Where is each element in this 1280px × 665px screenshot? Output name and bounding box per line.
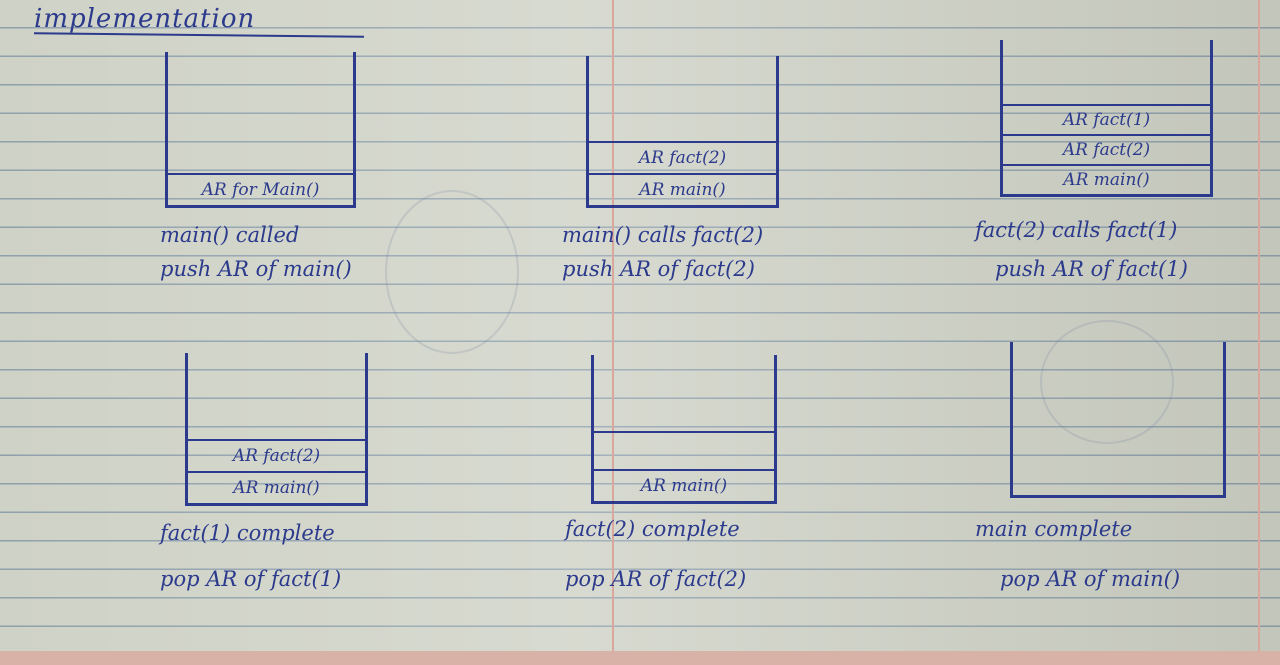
activation-record: AR fact(2)	[188, 439, 365, 471]
margin-line	[612, 0, 614, 665]
caption-line: main() called	[160, 223, 300, 247]
caption-line: fact(2) complete	[565, 517, 740, 541]
stack-diagram-fact1-complete: AR fact(2) AR main()	[185, 353, 368, 506]
activation-record: AR main()	[589, 173, 776, 205]
activation-record: AR main()	[188, 471, 365, 503]
activation-record-empty	[594, 431, 774, 467]
caption-line: pop AR of main()	[1000, 567, 1181, 591]
caption-line: pop AR of fact(1)	[160, 567, 342, 591]
stack-diagram-fact2-called: AR fact(2) AR main()	[586, 56, 779, 208]
activation-record: AR main()	[1003, 164, 1210, 194]
stack-diagram-main-complete	[1010, 342, 1226, 498]
show-through-mark	[385, 190, 519, 354]
caption-line: push AR of fact(2)	[562, 257, 755, 281]
activation-record: AR for Main()	[168, 173, 353, 205]
stack-diagram-fact2-complete: AR main()	[591, 355, 777, 504]
page-title: implementation	[34, 4, 256, 34]
activation-record: AR fact(1)	[1003, 104, 1210, 134]
page-bottom-edge	[0, 651, 1280, 665]
caption-line: fact(2) calls fact(1)	[975, 218, 1178, 242]
caption-line: push AR of fact(1)	[995, 257, 1188, 281]
caption-line: main complete	[975, 517, 1133, 541]
caption-line: main() calls fact(2)	[562, 223, 764, 247]
stack-diagram-main-called: AR for Main()	[165, 52, 356, 208]
activation-record: AR fact(2)	[589, 141, 776, 173]
activation-record: AR fact(2)	[1003, 134, 1210, 164]
stack-diagram-fact1-called: AR fact(1) AR fact(2) AR main()	[1000, 40, 1213, 197]
show-through-mark	[1040, 320, 1174, 444]
caption-line: push AR of main()	[160, 257, 352, 281]
activation-record: AR main()	[594, 469, 774, 501]
caption-line: fact(1) complete	[160, 521, 335, 545]
margin-line	[1258, 0, 1260, 665]
caption-line: pop AR of fact(2)	[565, 567, 747, 591]
